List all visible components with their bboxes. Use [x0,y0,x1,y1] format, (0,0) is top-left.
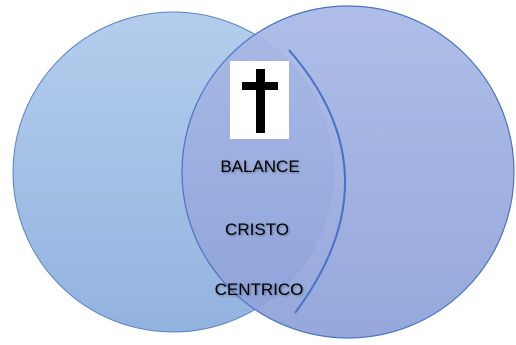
cross-icon-box [230,61,289,139]
left-circle-arc [288,49,346,314]
label-cristo: CRISTO [225,220,289,239]
latin-cross-icon [242,69,278,133]
label-balance: BALANCE [220,157,300,176]
label-centrico: CENTRICO [214,280,304,299]
